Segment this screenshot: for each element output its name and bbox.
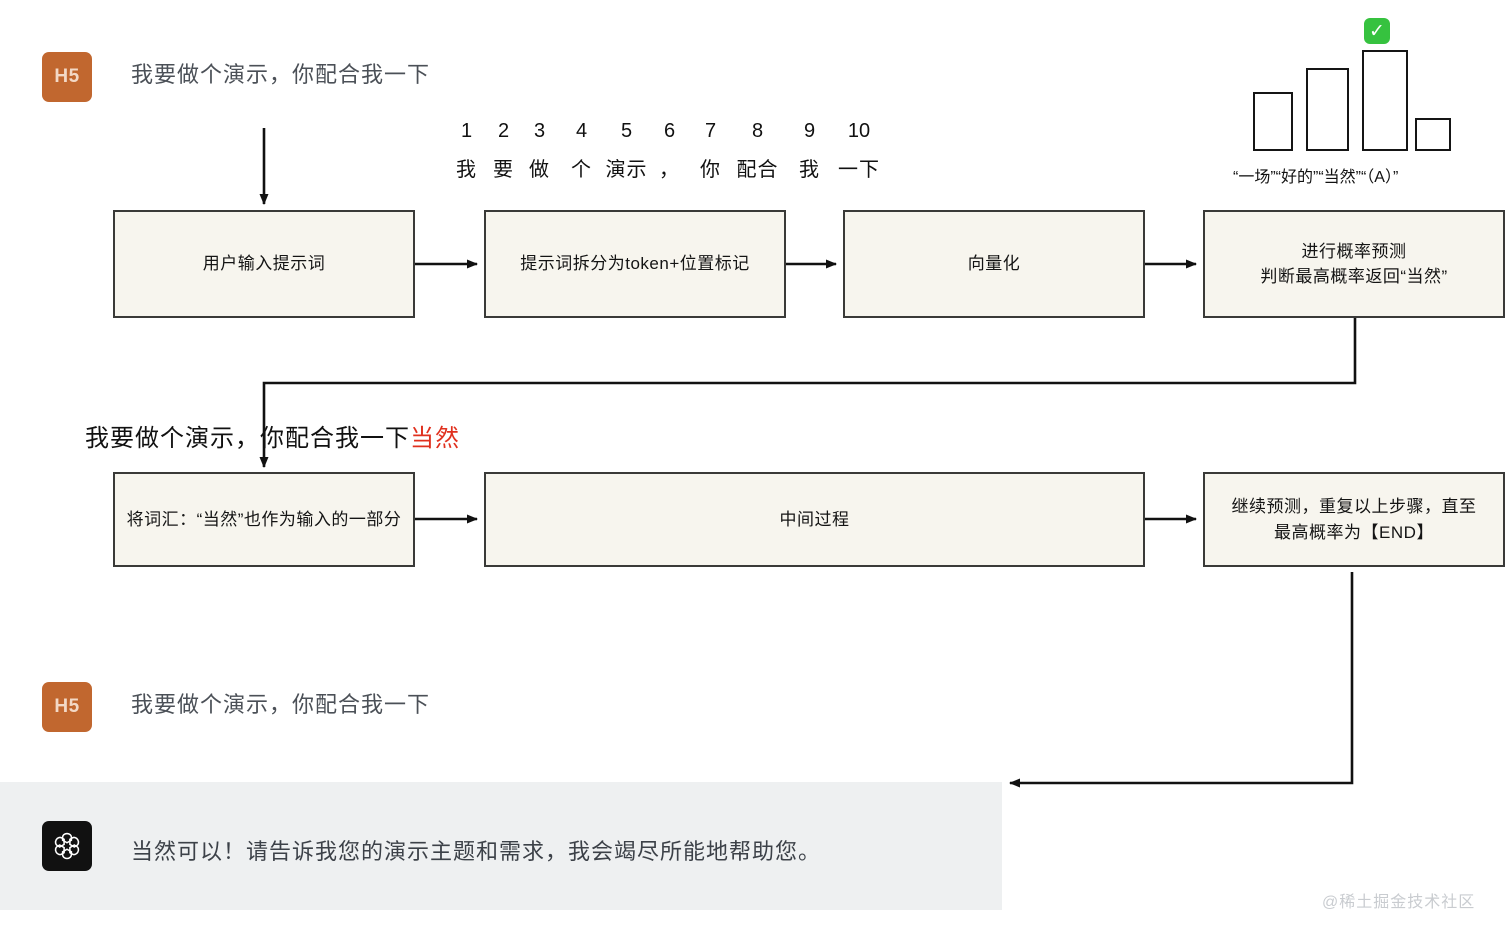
token-word: 我	[799, 159, 820, 181]
box-predict[interactable]: 进行概率预测 判断最高概率返回“当然”	[1203, 210, 1505, 318]
box-predict-line1: 进行概率预测	[1301, 241, 1407, 261]
avatar: H5	[42, 682, 92, 732]
box-middle[interactable]: 中间过程	[484, 472, 1145, 567]
token-number: 6	[663, 120, 676, 142]
prediction-prefix: 我要做个演示，你配合我一下	[85, 425, 410, 452]
box-append-token-label: 将词汇：“当然”也作为输入的一部分	[126, 509, 402, 529]
box-loop-line2: 最高概率为【END】	[1274, 522, 1434, 542]
token-number: 4	[575, 120, 588, 142]
openai-logo-icon	[42, 821, 92, 871]
prediction-appended-token: 当然	[410, 425, 460, 452]
token-word: 要	[493, 159, 514, 181]
token-number: 1	[460, 120, 473, 142]
token-number: 2	[497, 120, 510, 142]
bar-plot-area	[1250, 49, 1495, 151]
user-message-bottom: 我要做个演示，你配合我一下	[131, 692, 431, 717]
user-avatar-top: H5	[42, 52, 92, 102]
box-vectorize[interactable]: 向量化	[843, 210, 1145, 318]
avatar: H5	[42, 52, 92, 102]
bar-item	[1253, 92, 1293, 151]
assistant-message-text: 当然可以！请告诉我您的演示主题和需求，我会竭尽所能地帮助您。	[131, 839, 822, 864]
token-number: 5	[620, 120, 633, 142]
token-word-row: 我 要 做 个 演示 ， 你 配合 我 一下	[446, 153, 883, 182]
box-middle-label: 中间过程	[779, 509, 850, 529]
bar-item	[1362, 50, 1408, 151]
token-word: 一下	[838, 159, 880, 181]
user-message-top: 我要做个演示，你配合我一下	[131, 62, 431, 87]
token-word: 配合	[736, 159, 779, 181]
bar-item	[1415, 118, 1451, 151]
probability-bar-chart: ✓	[1250, 18, 1495, 153]
token-number-row: 1 2 3 4 5 6 7 8 9 10	[446, 120, 883, 143]
box-vectorize-label: 向量化	[967, 254, 1021, 274]
box-append-token[interactable]: 将词汇：“当然”也作为输入的一部分	[113, 472, 415, 567]
arrow-loop-to-answer	[1009, 572, 1354, 788]
token-number: 7	[704, 120, 717, 142]
token-number: 8	[751, 120, 764, 142]
token-word: 做	[529, 159, 550, 181]
box-input[interactable]: 用户输入提示词	[113, 210, 415, 318]
token-number: 10	[847, 120, 871, 142]
token-word: 演示	[605, 159, 648, 181]
box-loop-line1: 继续预测，重复以上步骤，直至	[1231, 497, 1477, 516]
token-word: 我	[456, 159, 477, 181]
box-tokenize-label: 提示词拆分为token+位置标记	[520, 254, 750, 274]
token-word: 个	[571, 159, 592, 181]
avatar-label: H5	[54, 66, 80, 87]
box-tokenize[interactable]: 提示词拆分为token+位置标记	[484, 210, 786, 318]
prediction-text-line: 我要做个演示，你配合我一下当然	[85, 418, 460, 453]
box-input-label: 用户输入提示词	[202, 254, 326, 274]
watermark: @稀土掘金技术社区	[1322, 894, 1476, 911]
green-check-icon: ✓	[1364, 18, 1390, 44]
token-number: 9	[803, 120, 816, 142]
assistant-message-panel	[0, 782, 1002, 910]
box-predict-line2: 判断最高概率返回“当然”	[1260, 267, 1448, 286]
token-number: 3	[533, 120, 546, 142]
token-strip: 1 2 3 4 5 6 7 8 9 10 我 要 做 个 演示 ， 你 配合 我…	[446, 120, 883, 182]
bar-chart-labels: “一场”“好的”“当然”“（A）”	[1233, 169, 1399, 186]
avatar-label: H5	[54, 696, 80, 717]
assistant-avatar	[42, 821, 92, 871]
box-loop[interactable]: 继续预测，重复以上步骤，直至 最高概率为【END】	[1203, 472, 1505, 567]
token-word: ，	[659, 159, 680, 181]
user-avatar-bottom: H5	[42, 682, 92, 732]
bar-item	[1306, 68, 1349, 151]
token-word: 你	[700, 159, 721, 181]
